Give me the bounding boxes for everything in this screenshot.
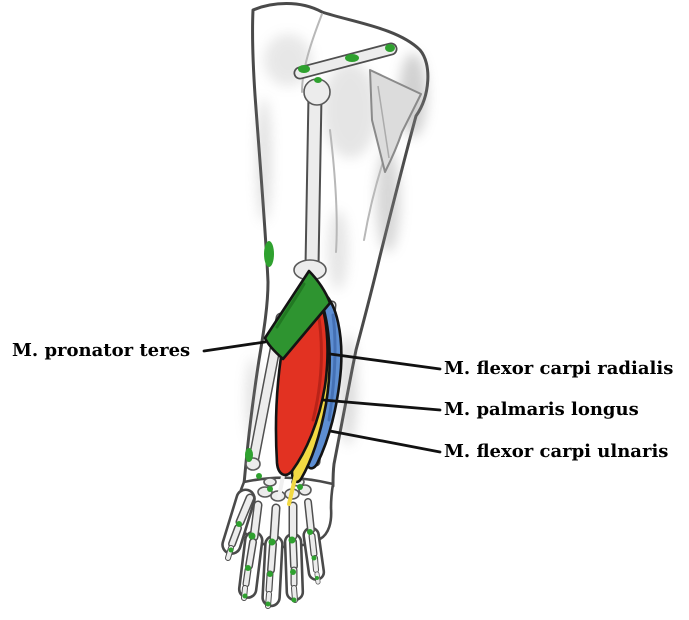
leader-line-pronator-teres (202, 340, 267, 353)
red-muscle-shading (311, 310, 323, 422)
finger-bone (268, 541, 276, 573)
leader-line-flexor-carpi-ulnaris (328, 429, 442, 454)
joint-marker (314, 77, 322, 83)
finger-bone (243, 567, 251, 587)
humerus-shaft (306, 90, 321, 272)
joint-marker (297, 484, 303, 490)
joint-marker (311, 555, 317, 561)
hand (221, 476, 335, 609)
label-flexor-carpi-radialis: M. flexor carpi radialis (444, 358, 674, 379)
shade-blob (376, 148, 400, 252)
scapula-ridge (377, 85, 390, 159)
joint-marker (291, 597, 297, 603)
scapula-bone (369, 69, 422, 173)
joint-marker (290, 569, 296, 575)
humerus-bone (293, 78, 331, 281)
joint-marker (242, 593, 248, 599)
leader-line-flexor-carpi-radialis (328, 352, 442, 371)
label-palmaris-longus: M. palmaris longus (444, 399, 639, 420)
joint-marker (345, 54, 359, 62)
label-pronator-teres: M. pronator teres (12, 340, 191, 361)
finger-bone (271, 505, 279, 541)
shade-blob (339, 335, 357, 445)
shade-blob (328, 210, 348, 290)
joint-marker (288, 536, 296, 544)
pronator-teres-muscle (263, 269, 332, 361)
shade-blob (322, 62, 378, 158)
joint-marker (228, 547, 234, 553)
joint-marker (245, 565, 251, 571)
label-flexor-carpi-ulnaris: M. flexor carpi ulnaris (444, 441, 669, 462)
finger-bone (309, 533, 317, 557)
finger-bone (251, 502, 261, 540)
clavicle-bone (293, 42, 398, 80)
joint-marker (298, 65, 310, 73)
carpal-bone (263, 477, 277, 487)
flexor-tendon (277, 474, 285, 499)
forearm-muscles (263, 269, 343, 506)
clavicle-shaft (295, 44, 396, 78)
finger-bone (237, 495, 253, 525)
contour-deltoid (301, 13, 323, 93)
palmaris-tendon (287, 472, 298, 506)
finger-bone (246, 539, 256, 569)
joint-marker (385, 44, 395, 52)
contour-biceps (329, 129, 338, 253)
joint-markers (228, 44, 395, 607)
scapula-blade (369, 69, 422, 173)
joint-marker (315, 576, 319, 580)
green-muscle-shading (275, 282, 306, 329)
joint-marker (268, 538, 276, 546)
joint-marker (236, 521, 242, 527)
finger-bone (290, 539, 297, 569)
joint-marker (267, 571, 273, 577)
finger-bone (305, 499, 314, 533)
leader-line-palmaris-longus (321, 398, 442, 412)
joint-marker (265, 601, 271, 607)
joint-marker (256, 473, 262, 479)
joint-marker (245, 448, 253, 462)
joint-marker (267, 486, 273, 492)
joint-marker (248, 532, 256, 540)
blue-muscle-shading (327, 313, 337, 422)
joint-marker (307, 529, 313, 535)
leader-lines (202, 340, 442, 454)
finger-bone (229, 525, 241, 547)
joint-marker (264, 241, 274, 267)
shade-blob (257, 98, 271, 222)
